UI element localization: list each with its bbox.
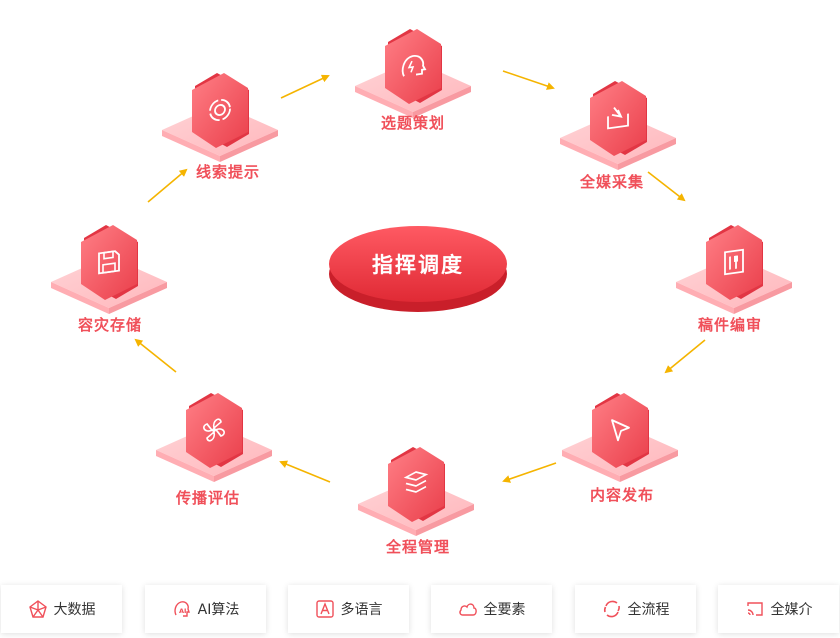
node-collect (560, 81, 676, 170)
feature-label: 多语言 (340, 602, 383, 618)
cursor-arrow-icon (611, 419, 630, 442)
head-idea-icon (401, 55, 427, 77)
node-tile (706, 225, 763, 300)
feature-label: 全媒介 (770, 602, 813, 618)
center-hub (329, 226, 507, 312)
arrow-publish-to-manage (502, 462, 557, 483)
svg-text:AI: AI (179, 607, 186, 615)
node-manage (358, 447, 474, 536)
center-label: 指挥调度 (372, 253, 464, 277)
feature-ai: AI AI算法 (145, 585, 266, 633)
arrow-topic-to-collect (502, 70, 555, 90)
node-label-publish: 内容发布 (589, 486, 655, 504)
arrow-clue-to-topic (280, 74, 330, 99)
feature-bar: 大数据 AI AI算法 多语言 全要素 全流程 全媒介 (0, 585, 840, 633)
letter-a-icon (315, 599, 335, 619)
feature-label: 全流程 (627, 602, 670, 618)
download-tray-icon (607, 106, 629, 130)
document-edit-icon (724, 248, 744, 276)
cycle-icon (602, 599, 622, 619)
node-publish (562, 393, 678, 482)
node-tile (192, 73, 249, 148)
data-mesh-icon (28, 599, 48, 619)
arrow-evaluate-to-backup (134, 338, 177, 373)
cast-icon (745, 599, 765, 619)
flow-arrows (134, 70, 706, 483)
node-tile (388, 447, 445, 522)
feature-label: 全要素 (483, 602, 526, 618)
node-tile (590, 81, 647, 156)
arrow-edit-to-publish (664, 339, 706, 374)
node-topic (355, 29, 471, 118)
floppy-disk-icon (98, 250, 120, 275)
feature-multilingual: 多语言 (288, 585, 409, 633)
layers-icon (403, 471, 429, 493)
feature-label: 大数据 (53, 602, 96, 618)
node-label-edit: 稿件编审 (697, 316, 763, 334)
arrow-backup-to-clue (147, 168, 188, 203)
node-label-clue: 线索提示 (195, 163, 261, 181)
node-clue (162, 73, 278, 162)
node-evaluate (156, 393, 272, 482)
cloud-icon (458, 599, 478, 619)
feature-label: AI算法 (197, 602, 240, 618)
feature-full-process: 全流程 (575, 585, 696, 633)
node-label-manage: 全程管理 (385, 538, 451, 556)
node-label-backup: 容灾存储 (77, 316, 143, 334)
feature-big-data: 大数据 (1, 585, 122, 633)
node-label-collect: 全媒采集 (579, 173, 645, 191)
feature-all-elements: 全要素 (431, 585, 552, 633)
node-edit (676, 225, 792, 314)
arrow-manage-to-evaluate (279, 460, 331, 483)
node-label-topic: 选题策划 (380, 114, 446, 132)
node-tile (81, 225, 138, 300)
feature-all-media: 全媒介 (718, 585, 839, 633)
fan-icon (203, 418, 225, 442)
ai-head-icon: AI (172, 599, 192, 619)
node-label-evaluate: 传播评估 (175, 489, 241, 507)
node-backup (51, 225, 167, 314)
arrow-collect-to-edit (647, 171, 686, 202)
